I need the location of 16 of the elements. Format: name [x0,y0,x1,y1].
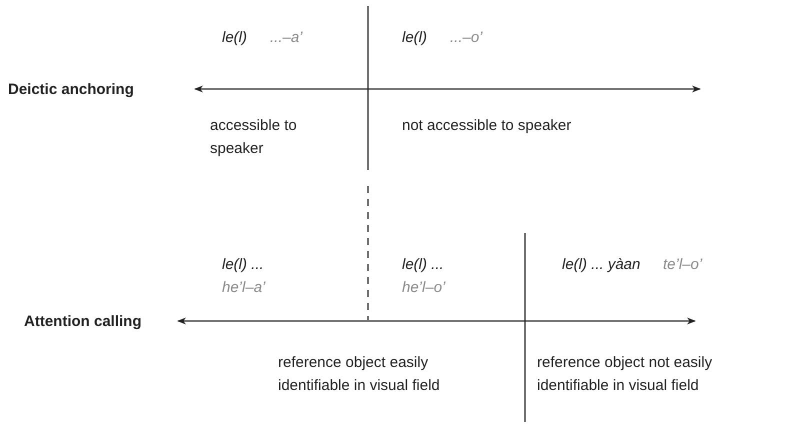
example-form: le(l) ... yàan [562,255,640,275]
example-form: le(l) ... [222,255,264,275]
example-form: le(l) [222,28,247,48]
description-text: not accessible to speaker [402,116,572,136]
description-text: reference object easily identifiable in visual field [278,353,441,396]
gloss-text: te’l–o’ [663,255,702,275]
description-text: reference object not easily identifiable in visual field [537,353,714,396]
axis-label: Deictic anchoring [8,80,134,100]
gloss-text: he’l–o’ [402,278,446,298]
example-form: le(l) [402,28,427,48]
axis-label: Attention calling [24,312,142,332]
description-text: accessible to speaker [210,116,298,159]
gloss-text: he’l–a’ [222,278,266,298]
gloss-text: ...–a’ [270,28,303,48]
example-form: le(l) ... [402,255,444,275]
gloss-text: ...–o’ [450,28,483,48]
